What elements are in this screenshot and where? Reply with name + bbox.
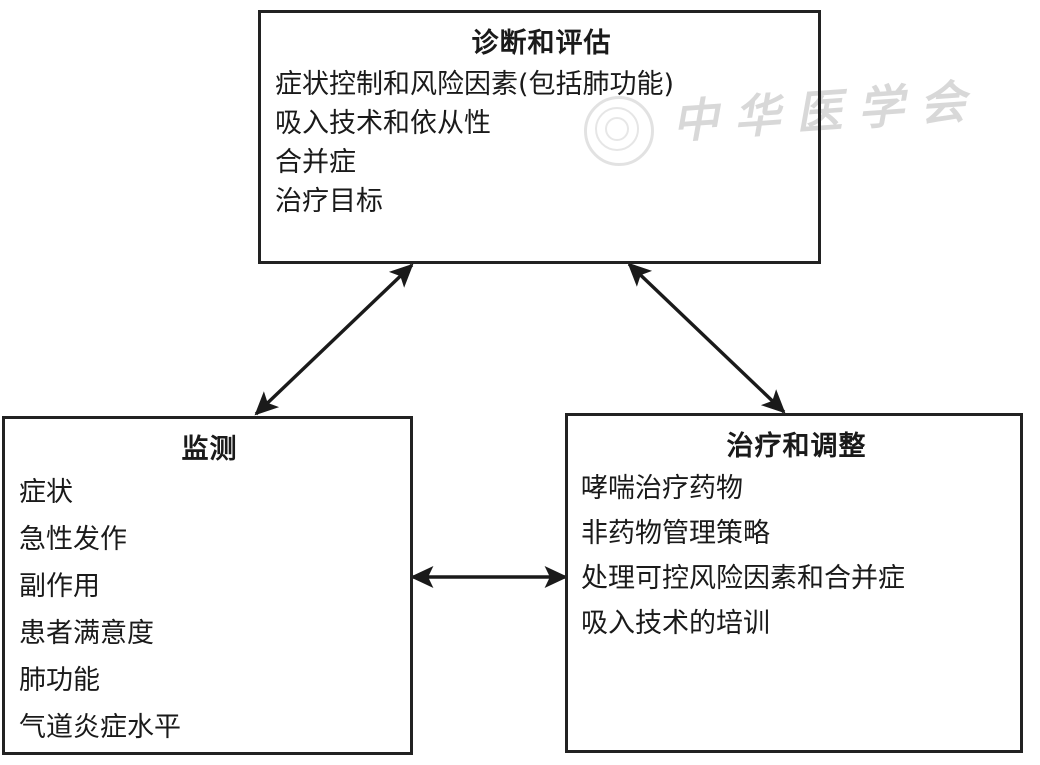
box-monitoring-lines: 症状 急性发作 副作用 患者满意度 肺功能 气道炎症水平 <box>19 469 400 751</box>
box-diagnosis-line-2: 吸入技术和依从性 <box>275 108 491 139</box>
box-treatment-line-2: 非药物管理策略 <box>581 518 770 549</box>
box-treatment-line-4: 吸入技术的培训 <box>581 608 770 639</box>
box-treatment-lines: 哮喘治疗药物 非药物管理策略 处理可控风险因素和合并症 吸入技术的培训 <box>581 466 1012 646</box>
box-diagnosis-title: 诊断和评估 <box>471 28 612 59</box>
box-diagnosis-lines: 症状控制和风险因素(包括肺功能) 吸入技术和依从性 合并症 治疗目标 <box>275 65 808 221</box>
box-diagnosis-line-4: 治疗目标 <box>275 186 383 217</box>
box-monitoring-line-3: 副作用 <box>19 571 100 602</box>
box-diagnosis-line-3: 合并症 <box>275 147 356 178</box>
box-treatment-title: 治疗和调整 <box>726 431 867 462</box>
box-diagnosis-line-1: 症状控制和风险因素(包括肺功能) <box>275 69 675 100</box>
connector-monitoring-diagnosis <box>254 263 414 416</box>
box-treatment-line-3: 处理可控风险因素和合并症 <box>581 563 905 594</box>
box-diagnosis: 诊断和评估 症状控制和风险因素(包括肺功能) 吸入技术和依从性 合并症 治疗目标 <box>258 10 821 264</box>
box-treatment-line-1: 哮喘治疗药物 <box>581 473 743 504</box>
box-monitoring: 监测 症状 急性发作 副作用 患者满意度 肺功能 气道炎症水平 <box>2 416 413 755</box>
box-monitoring-title: 监测 <box>181 434 238 465</box>
box-monitoring-line-6: 气道炎症水平 <box>19 712 181 743</box>
box-monitoring-line-2: 急性发作 <box>19 524 127 555</box>
box-monitoring-line-4: 患者满意度 <box>19 618 154 649</box>
box-treatment: 治疗和调整 哮喘治疗药物 非药物管理策略 处理可控风险因素和合并症 吸入技术的培… <box>565 413 1023 753</box>
connector-diagnosis-treatment <box>627 262 786 414</box>
box-monitoring-line-1: 症状 <box>19 477 73 508</box>
box-monitoring-line-5: 肺功能 <box>19 665 100 696</box>
